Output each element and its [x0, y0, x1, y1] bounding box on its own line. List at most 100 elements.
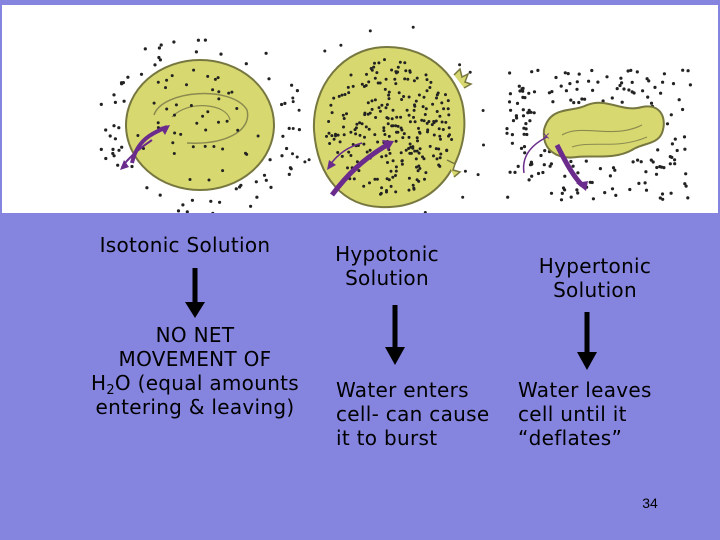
water-dot	[569, 159, 573, 164]
water-dot	[580, 97, 584, 101]
water-dot	[373, 177, 377, 181]
water-dot	[522, 132, 526, 136]
water-dot	[385, 103, 389, 107]
water-dot	[677, 98, 681, 102]
water-dot	[463, 169, 467, 173]
water-dot	[217, 90, 221, 94]
water-dot	[655, 165, 659, 170]
water-dot	[372, 65, 376, 69]
water-dot	[340, 154, 344, 158]
water-dot	[373, 133, 377, 137]
water-dot	[295, 155, 299, 159]
water-dot	[458, 63, 462, 67]
water-dot	[181, 203, 185, 207]
water-dot	[389, 184, 393, 188]
water-dot	[366, 112, 370, 116]
water-dot	[365, 150, 369, 154]
water-dot	[649, 101, 654, 105]
water-dot	[364, 125, 368, 129]
water-dot	[645, 77, 649, 81]
water-dot	[629, 68, 633, 72]
water-dot	[536, 68, 540, 72]
water-dot	[653, 85, 657, 89]
water-dot	[235, 107, 239, 110]
water-dot	[375, 71, 379, 75]
water-dot	[438, 114, 442, 118]
water-dot	[417, 126, 420, 130]
water-dot	[683, 147, 687, 151]
water-dot	[390, 117, 394, 121]
water-dot	[188, 178, 192, 181]
water-dot	[413, 120, 417, 124]
water-dot	[339, 43, 343, 47]
water-dot	[113, 137, 117, 141]
water-dot	[514, 114, 519, 118]
water-dot	[517, 84, 521, 88]
water-dot	[218, 200, 222, 204]
water-dot	[203, 38, 207, 42]
water-dot	[368, 29, 372, 33]
water-dot	[367, 80, 371, 84]
water-dot	[601, 99, 605, 103]
water-dot	[393, 77, 397, 81]
water-dot	[172, 40, 176, 44]
water-dot	[363, 113, 367, 117]
water-dot	[508, 170, 512, 174]
water-dot	[434, 119, 438, 123]
water-dot	[113, 100, 117, 104]
water-dot	[407, 135, 411, 139]
water-dot	[332, 96, 336, 100]
water-dot	[211, 211, 215, 213]
water-dot	[268, 158, 272, 162]
water-dot	[227, 91, 231, 95]
water-dot	[157, 55, 161, 60]
water-dot	[136, 134, 140, 137]
water-dot	[661, 197, 665, 201]
water-dot	[610, 187, 615, 191]
hypotonic-title: Hypotonic Solution	[335, 242, 439, 290]
water-dot	[661, 80, 665, 84]
water-dot	[363, 135, 366, 139]
water-dot	[584, 159, 588, 163]
water-dot	[669, 113, 673, 117]
water-dot	[195, 121, 199, 125]
water-dot	[216, 76, 220, 80]
water-dot	[439, 152, 443, 156]
water-dot	[423, 113, 427, 116]
water-dot	[583, 97, 587, 101]
water-dot	[332, 137, 336, 141]
water-dot	[417, 151, 421, 155]
hypertonic-title: Hypertonic Solution	[538, 254, 652, 302]
water-dot	[165, 78, 169, 82]
water-dot	[608, 174, 613, 178]
water-dot	[285, 146, 289, 151]
water-dot	[156, 121, 160, 125]
water-dot	[376, 140, 380, 144]
hypertonic-down-arrow-icon	[577, 312, 597, 370]
water-dot	[378, 109, 382, 113]
water-dot	[576, 191, 580, 195]
water-dot	[610, 96, 614, 100]
water-dot	[112, 124, 116, 128]
water-dot	[481, 109, 485, 112]
water-dot	[414, 157, 418, 161]
water-dot	[423, 211, 427, 213]
water-dot	[554, 75, 558, 80]
water-dot	[447, 126, 451, 130]
water-dot	[264, 51, 268, 55]
water-dot	[411, 25, 415, 29]
page-number: 34	[642, 495, 658, 511]
cells-illustration: ×	[99, 25, 693, 213]
water-dot	[346, 166, 349, 170]
water-dot	[405, 108, 409, 112]
water-dot	[386, 122, 390, 126]
water-dot	[541, 170, 545, 175]
water-dot	[530, 70, 534, 74]
water-dot	[353, 128, 357, 132]
water-dot	[394, 82, 398, 86]
water-dot	[394, 70, 398, 74]
water-dot	[255, 195, 259, 199]
water-dot	[120, 145, 124, 149]
water-dot	[414, 99, 418, 103]
water-dot	[281, 134, 285, 138]
